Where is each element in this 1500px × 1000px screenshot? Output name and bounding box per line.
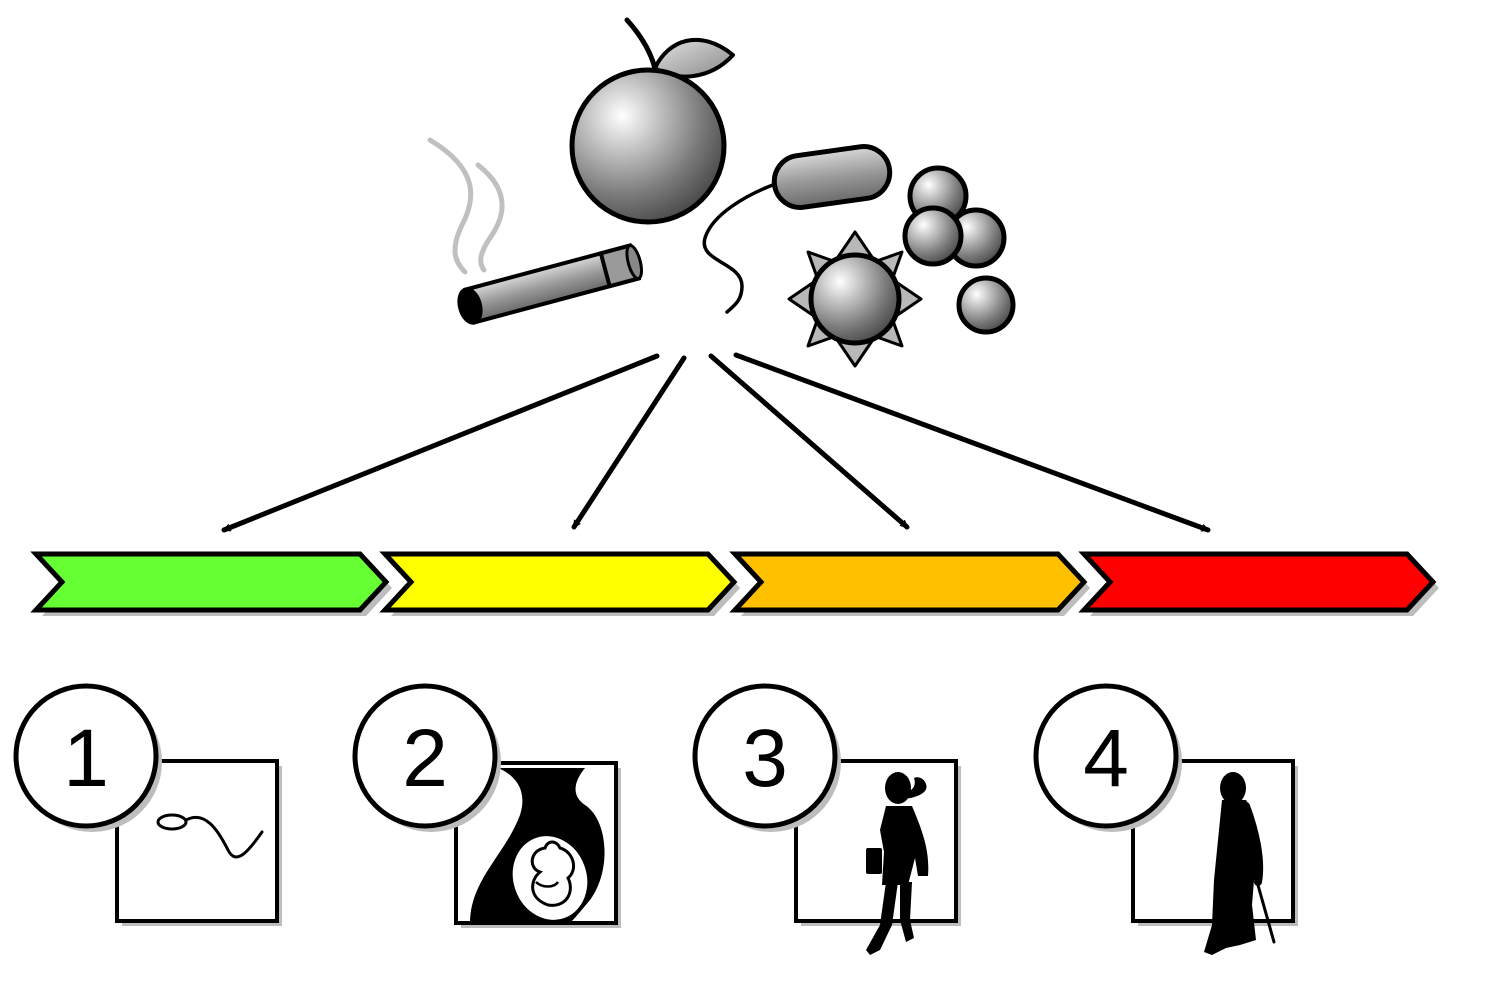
smoke-icon xyxy=(427,137,474,275)
stage-4-badge xyxy=(1033,683,1179,829)
arrow-to-stage-1 xyxy=(221,353,660,533)
stage-4-fill xyxy=(1078,551,1437,613)
walking-woman-icon xyxy=(866,772,929,955)
stage-4-panel: 4 xyxy=(1033,683,1298,955)
exposures xyxy=(427,17,1016,368)
elderly-woman-with-cane-icon xyxy=(1204,772,1276,955)
stage-1-panel: 1 xyxy=(13,683,282,926)
exposure-arrows xyxy=(221,352,1211,533)
stage-2-chevron xyxy=(379,551,740,616)
cigarette-icon xyxy=(427,137,643,325)
virus-icon xyxy=(787,230,923,368)
arrow-to-stage-4 xyxy=(733,352,1211,533)
stage-1-number: 1 xyxy=(63,713,109,804)
stage-3-badge xyxy=(692,683,838,829)
sperm-icon xyxy=(156,813,264,859)
cell-cluster-icon xyxy=(902,165,1016,335)
stage-3-chevron xyxy=(729,551,1090,616)
stage-3-panel: 3 xyxy=(692,683,961,955)
bacterium-icon xyxy=(702,144,893,314)
stage-4-number: 4 xyxy=(1083,713,1129,804)
stage-2-badge xyxy=(352,683,498,829)
arrow-to-stage-2 xyxy=(571,355,687,530)
fetus-in-womb-icon xyxy=(470,768,605,923)
stage-1-fill xyxy=(30,551,390,613)
stage-2-fill xyxy=(379,551,738,613)
arrow-to-stage-3 xyxy=(708,353,910,530)
stage-3-fill xyxy=(729,551,1088,613)
stage-1-badge xyxy=(13,683,159,829)
apple-icon xyxy=(569,17,735,225)
stage-2-panel: 2 xyxy=(352,683,621,928)
stage-timeline xyxy=(30,551,1439,616)
stage-4-chevron xyxy=(1078,551,1439,616)
stage-3-number: 3 xyxy=(742,713,788,804)
stage-2-number: 2 xyxy=(402,713,448,804)
stage-1-chevron xyxy=(30,551,392,616)
